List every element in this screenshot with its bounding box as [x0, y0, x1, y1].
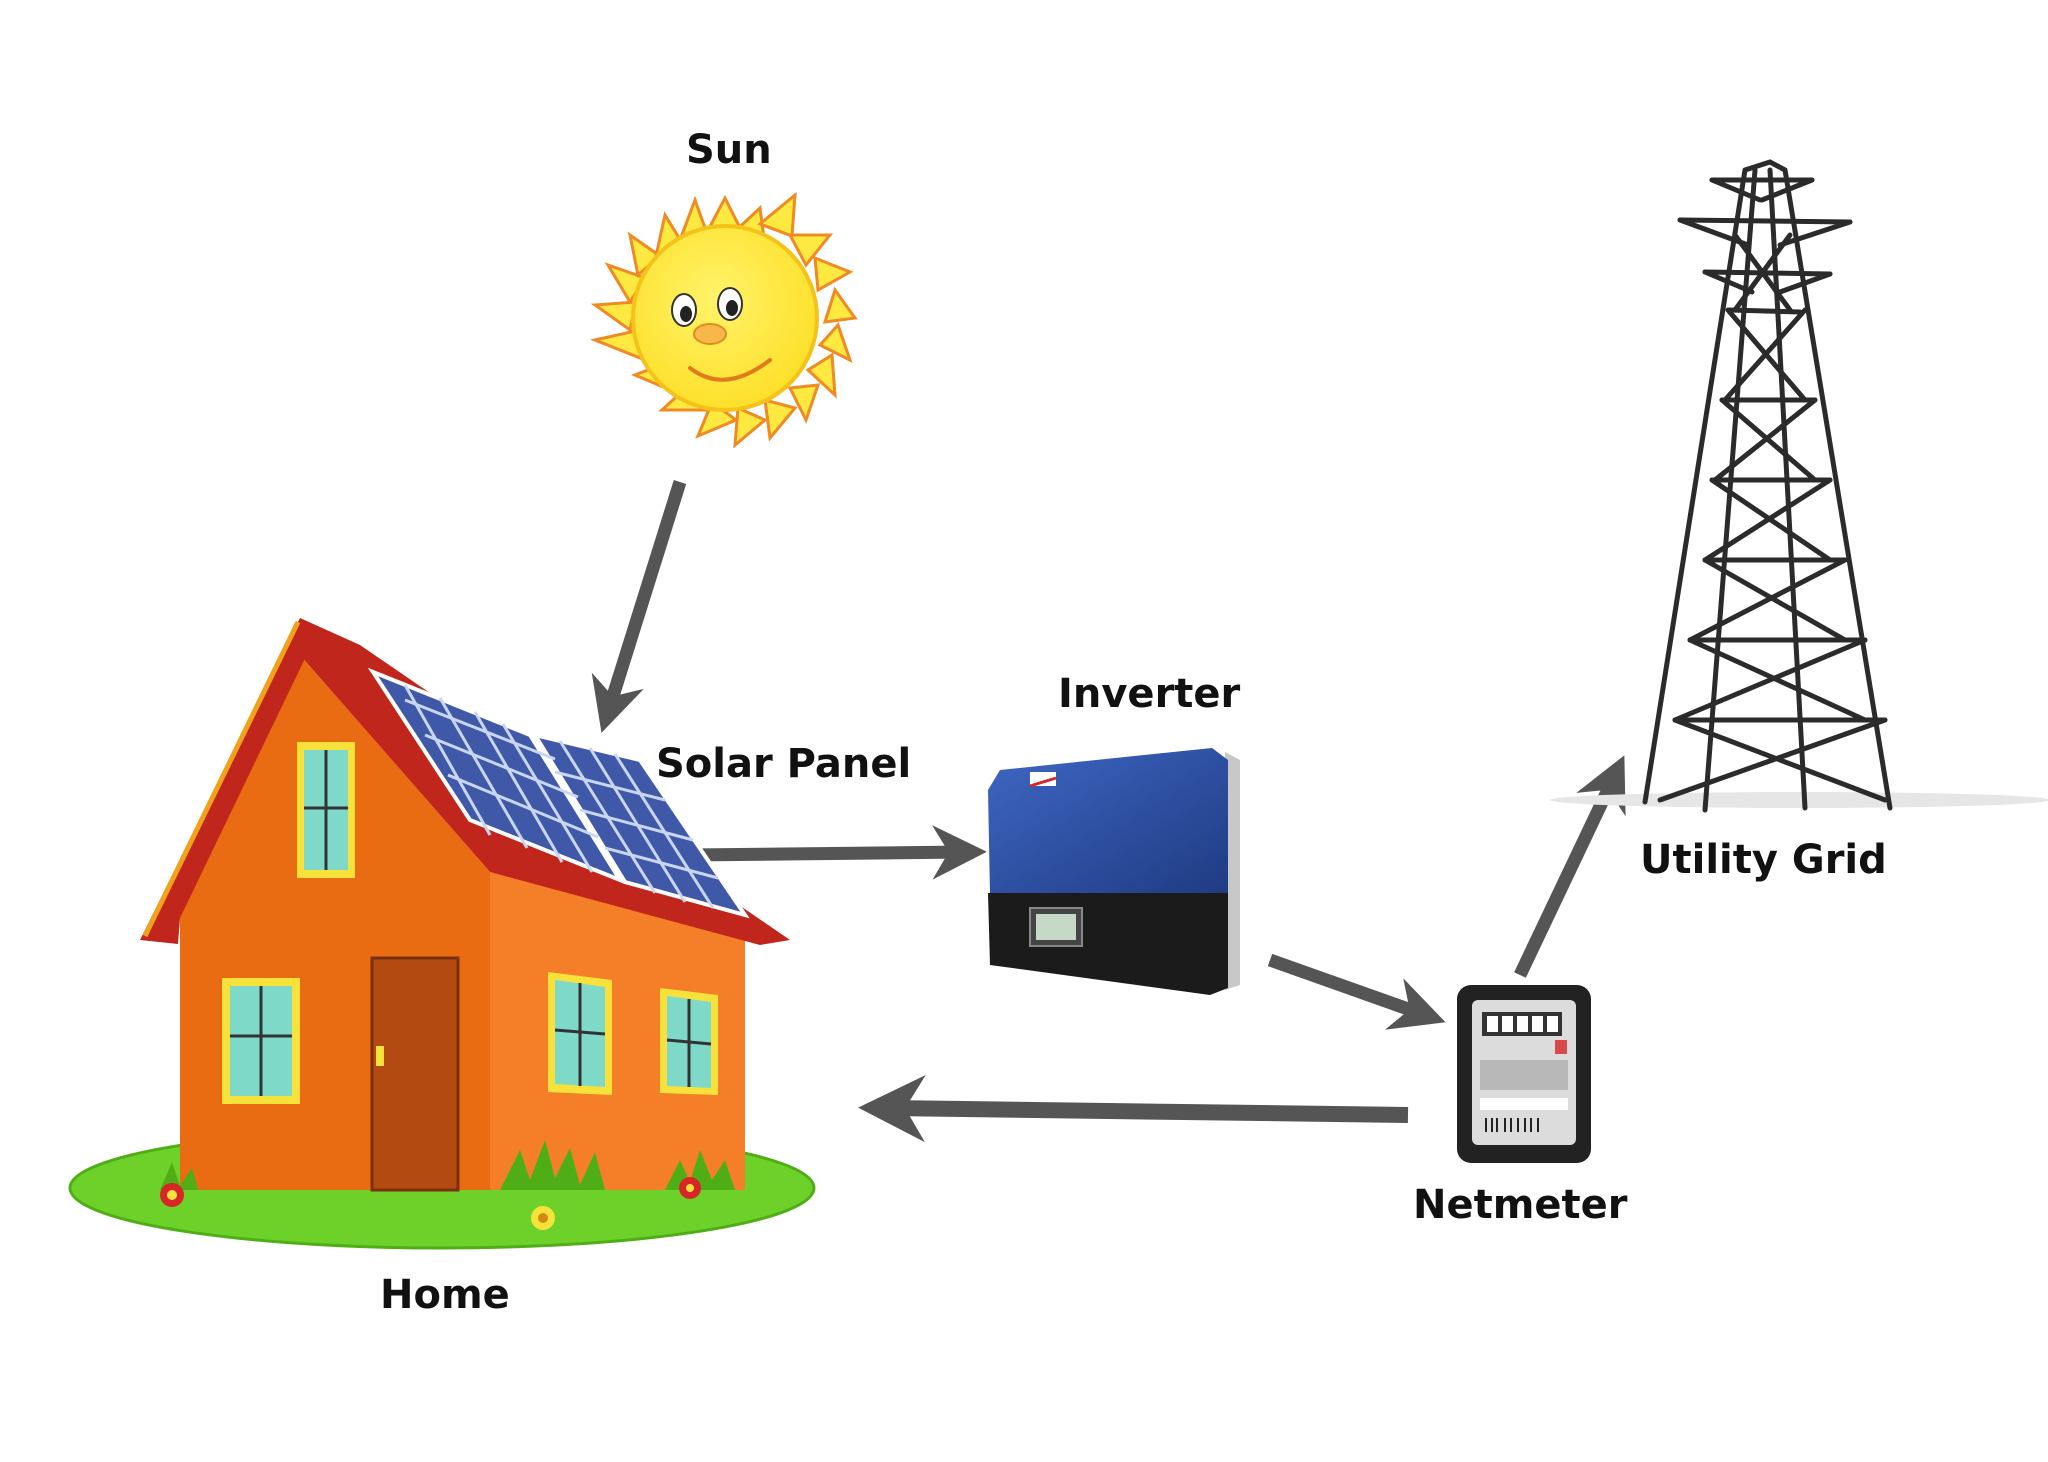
sun-right-pupil — [726, 300, 738, 316]
flower-3 — [679, 1177, 701, 1199]
label-utility-grid: Utility Grid — [1640, 837, 1887, 883]
solar-panel-array — [367, 667, 750, 919]
arrow-panel-to-inverter — [689, 825, 987, 880]
arrow-inverter-to-netmeter — [1267, 953, 1446, 1030]
inverter-black-base — [988, 893, 1228, 995]
arrow-netmeter-to-home — [858, 1074, 1409, 1143]
inverter-brand-stripe — [1029, 776, 1057, 788]
arrow-sun-to-panel — [591, 480, 687, 733]
label-solar-panel: Solar Panel — [656, 741, 912, 787]
flower-2 — [531, 1206, 555, 1230]
label-home: Home — [380, 1272, 510, 1318]
inverter-illustration — [988, 748, 1240, 995]
tower-shadow — [1550, 792, 2048, 808]
window-attic — [297, 742, 355, 878]
label-sun: Sun — [686, 127, 772, 173]
meter-plate — [1480, 1098, 1568, 1110]
flower-1 — [160, 1183, 184, 1207]
meter-disc-window — [1480, 1060, 1568, 1090]
door-knob — [376, 1046, 384, 1066]
window-side-right — [660, 988, 718, 1095]
sun-smile — [688, 358, 772, 382]
sun-illustration — [589, 191, 858, 449]
window-front-left — [222, 978, 300, 1104]
inverter-screen — [1036, 914, 1076, 940]
netmeter-illustration — [1457, 985, 1591, 1163]
house-side-wall — [490, 872, 745, 1190]
sun-nose — [693, 323, 727, 345]
meter-barcode — [1485, 1118, 1539, 1132]
inverter-blue-casing — [988, 748, 1228, 895]
meter-indicator — [1555, 1040, 1567, 1054]
window-side-left — [548, 972, 612, 1095]
meter-digits — [1487, 1016, 1558, 1032]
flow-arrows — [591, 480, 1626, 1143]
solar-cell-grid — [403, 684, 719, 909]
house-door — [370, 956, 460, 1192]
label-netmeter: Netmeter — [1413, 1182, 1628, 1228]
utility-tower-illustration — [1550, 159, 2048, 813]
inverter-side — [1225, 752, 1240, 990]
label-inverter: Inverter — [1058, 671, 1241, 717]
sun-left-pupil — [680, 306, 692, 322]
sun-rays — [589, 191, 858, 449]
home-illustration — [68, 618, 816, 1250]
arrow-netmeter-to-grid — [1514, 755, 1626, 978]
roof-trim — [142, 620, 301, 938]
